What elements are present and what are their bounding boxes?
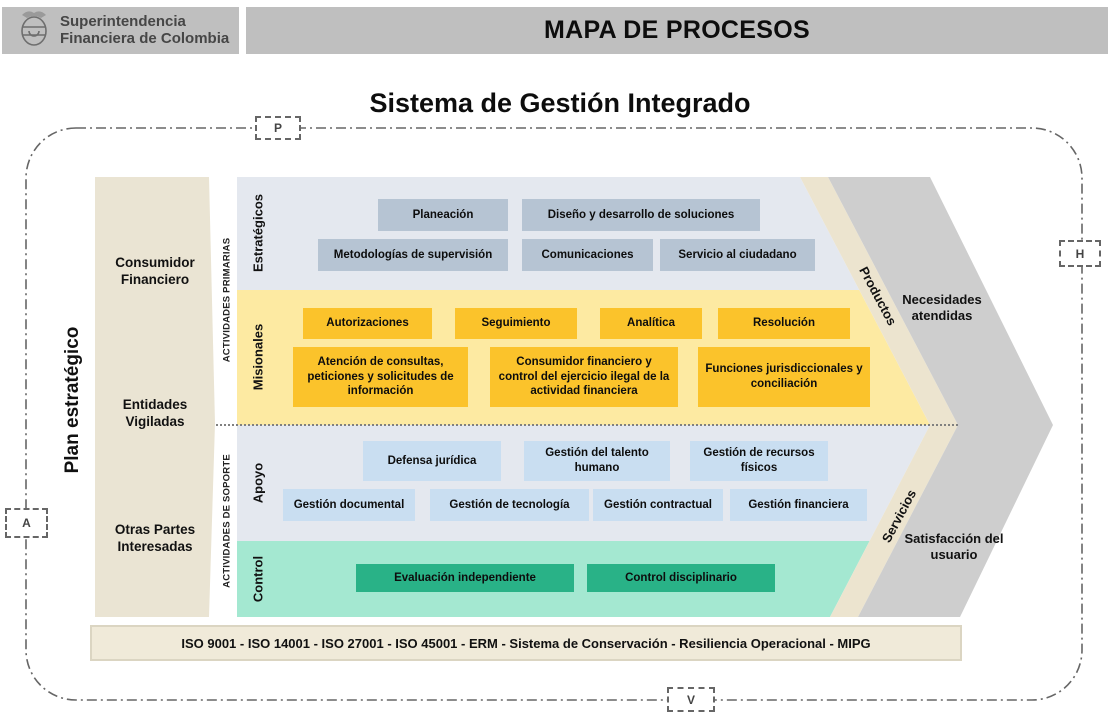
row-label-control: Control	[250, 555, 266, 603]
sfc-crest-icon	[16, 8, 52, 53]
process-box-atencion-consultas[interactable]: Atención de consultas, peticiones y soli…	[293, 347, 468, 407]
necesidades-atendidas-label: Necesidades atendidas	[902, 292, 982, 324]
process-box-gestion-documental[interactable]: Gestión documental	[283, 489, 415, 521]
process-box-analitica[interactable]: Analítica	[600, 308, 702, 339]
stakeholder-entidades-vigiladas: Entidades Vigiladas	[122, 397, 188, 429]
standards-bar: ISO 9001 - ISO 14001 - ISO 27001 - ISO 4…	[90, 625, 962, 661]
row-label-misionales: Misionales	[250, 323, 266, 391]
process-box-metodologias-supervision[interactable]: Metodologías de supervisión	[318, 239, 508, 271]
logo-line-1: Superintendencia	[60, 12, 186, 30]
process-box-diseno-soluciones[interactable]: Diseño y desarrollo de soluciones	[522, 199, 760, 231]
logo-line-2: Financiera de Colombia	[60, 29, 230, 47]
process-box-control-disciplinario[interactable]: Control disciplinario	[587, 564, 775, 592]
actividades-soporte-label: ACTIVIDADES DE SOPORTE	[221, 454, 233, 588]
logo-wordmark: Superintendencia Financiera de Colombia	[60, 12, 230, 48]
process-box-planeacion[interactable]: Planeación	[378, 199, 508, 231]
stakeholder-consumidor-financiero: Consumidor Financiero	[115, 255, 195, 287]
process-box-defensa-juridica[interactable]: Defensa jurídica	[363, 441, 501, 481]
satisfaccion-usuario-label: Satisfacción del usuario	[904, 531, 1004, 563]
process-box-resolucion[interactable]: Resolución	[718, 308, 850, 339]
phva-marker-h: H	[1059, 240, 1101, 267]
process-box-gestion-financiera[interactable]: Gestión financiera	[730, 489, 867, 521]
band-control	[237, 541, 930, 617]
process-box-gestion-tecnologia[interactable]: Gestión de tecnología	[430, 489, 589, 521]
primary-support-divider	[216, 424, 958, 426]
header-title-bar: MAPA DE PROCESOS	[246, 7, 1108, 54]
plan-estrategico-label: Plan estratégico	[62, 326, 83, 474]
process-box-funciones-jurisdiccionales[interactable]: Funciones jurisdiccionales y conciliació…	[698, 347, 870, 407]
header-logo-bar: Superintendencia Financiera de Colombia	[2, 7, 239, 54]
row-label-apoyo: Apoyo	[250, 462, 266, 504]
page-title: MAPA DE PROCESOS	[544, 16, 810, 44]
row-label-estrategicos: Estratégicos	[250, 193, 266, 273]
process-box-consumidor-financiero[interactable]: Consumidor financiero y control del ejer…	[490, 347, 678, 407]
process-box-evaluacion-independiente[interactable]: Evaluación independiente	[356, 564, 574, 592]
process-box-servicio-ciudadano[interactable]: Servicio al ciudadano	[660, 239, 815, 271]
process-map: Estratégicos Misionales Apoyo Control Pl…	[237, 177, 930, 617]
system-title: Sistema de Gestión Integrado	[369, 88, 751, 118]
process-box-gestion-contractual[interactable]: Gestión contractual	[593, 489, 723, 521]
phva-marker-p: P	[255, 116, 301, 140]
stakeholder-otras-partes: Otras Partes Interesadas	[114, 522, 196, 554]
stakeholders-panel: Consumidor Financiero Entidades Vigilada…	[95, 177, 215, 617]
actividades-primarias-label: ACTIVIDADES PRIMARIAS	[221, 237, 233, 363]
process-box-talento-humano[interactable]: Gestión del talento humano	[524, 441, 670, 481]
phva-marker-a: A	[5, 508, 48, 538]
process-box-seguimiento[interactable]: Seguimiento	[455, 308, 577, 339]
process-box-recursos-fisicos[interactable]: Gestión de recursos físicos	[690, 441, 828, 481]
process-box-autorizaciones[interactable]: Autorizaciones	[303, 308, 432, 339]
process-box-comunicaciones[interactable]: Comunicaciones	[522, 239, 653, 271]
phva-marker-v: V	[667, 687, 715, 712]
